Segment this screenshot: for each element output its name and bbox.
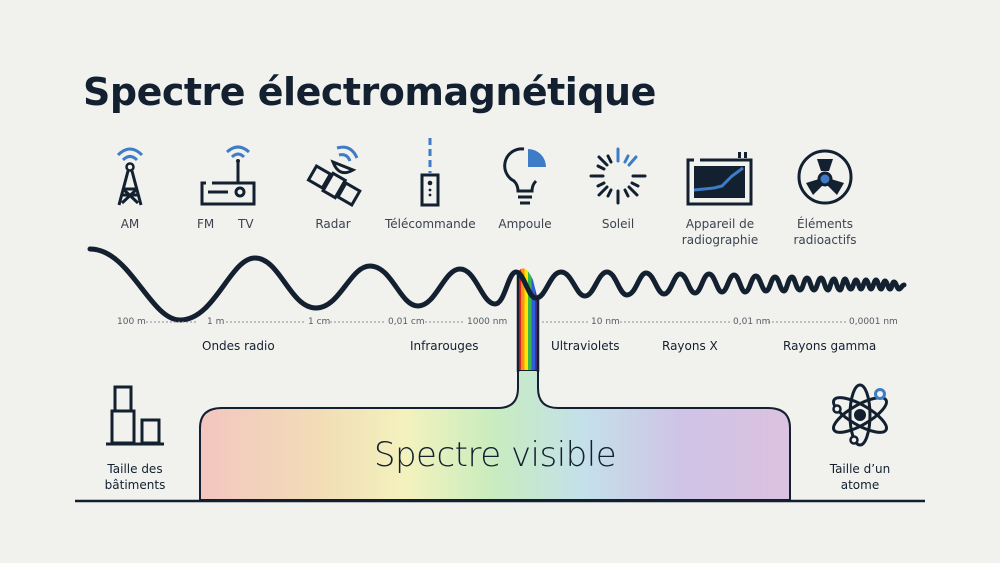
- label-bulb: Ampoule: [498, 217, 552, 231]
- label-buildings: Taille des bâtiments: [95, 461, 175, 493]
- scale-100m: 100 m: [117, 317, 146, 327]
- label-radioactive-line2: radioactifs: [793, 233, 857, 247]
- label-fm: FM: [197, 217, 215, 231]
- label-xray: Appareil de radiographie: [680, 216, 760, 248]
- label-atom-line1: Taille d’un: [829, 462, 891, 476]
- light-bulb-icon: [503, 147, 546, 205]
- remote-control-icon: [420, 138, 440, 207]
- satellite-radar-icon: [306, 145, 362, 207]
- label-radar: Radar: [315, 217, 351, 231]
- scale-1000nm: 1000 nm: [467, 317, 508, 327]
- label-atom: Taille d’un atome: [820, 461, 900, 493]
- band-gamma: Rayons gamma: [783, 339, 877, 353]
- label-xray-line1: Appareil de: [685, 217, 755, 231]
- label-sun: Soleil: [601, 217, 635, 231]
- label-xray-line2: radiographie: [681, 233, 759, 247]
- scale-001nm: 0,01 nm: [733, 317, 771, 327]
- buildings-icon: [106, 385, 164, 446]
- page-title: Spectre électromagnétique: [83, 70, 656, 114]
- label-radioactive-line1: Éléments: [797, 217, 853, 231]
- label-remote: Télécommande: [385, 217, 476, 231]
- label-am: AM: [120, 217, 140, 231]
- band-ultraviolet: Ultraviolets: [551, 339, 620, 353]
- radioactive-icon: [797, 149, 853, 205]
- label-atom-line2: atome: [840, 478, 880, 492]
- x-ray-machine-icon: [686, 152, 753, 206]
- atom-icon: [832, 383, 888, 447]
- scale-001cm: 0,01 cm: [388, 317, 425, 327]
- scale-10nm: 10 nm: [591, 317, 620, 327]
- label-buildings-line1: Taille des: [107, 462, 163, 476]
- scale-00001nm: 0,0001 nm: [849, 317, 898, 327]
- label-radioactive: Éléments radioactifs: [785, 216, 865, 248]
- band-xray: Rayons X: [662, 339, 718, 353]
- label-tv: TV: [238, 217, 254, 231]
- tv-receiver-icon: [200, 145, 256, 206]
- sun-icon: [589, 147, 647, 205]
- radio-tower-icon: [116, 147, 144, 206]
- scale-1cm: 1 cm: [308, 317, 331, 327]
- band-infrared: Infrarouges: [410, 339, 479, 353]
- scale-1m: 1 m: [207, 317, 225, 327]
- band-radio: Ondes radio: [202, 339, 275, 353]
- label-buildings-line2: bâtiments: [104, 478, 166, 492]
- visible-spectrum-label: Spectre visible: [373, 435, 617, 475]
